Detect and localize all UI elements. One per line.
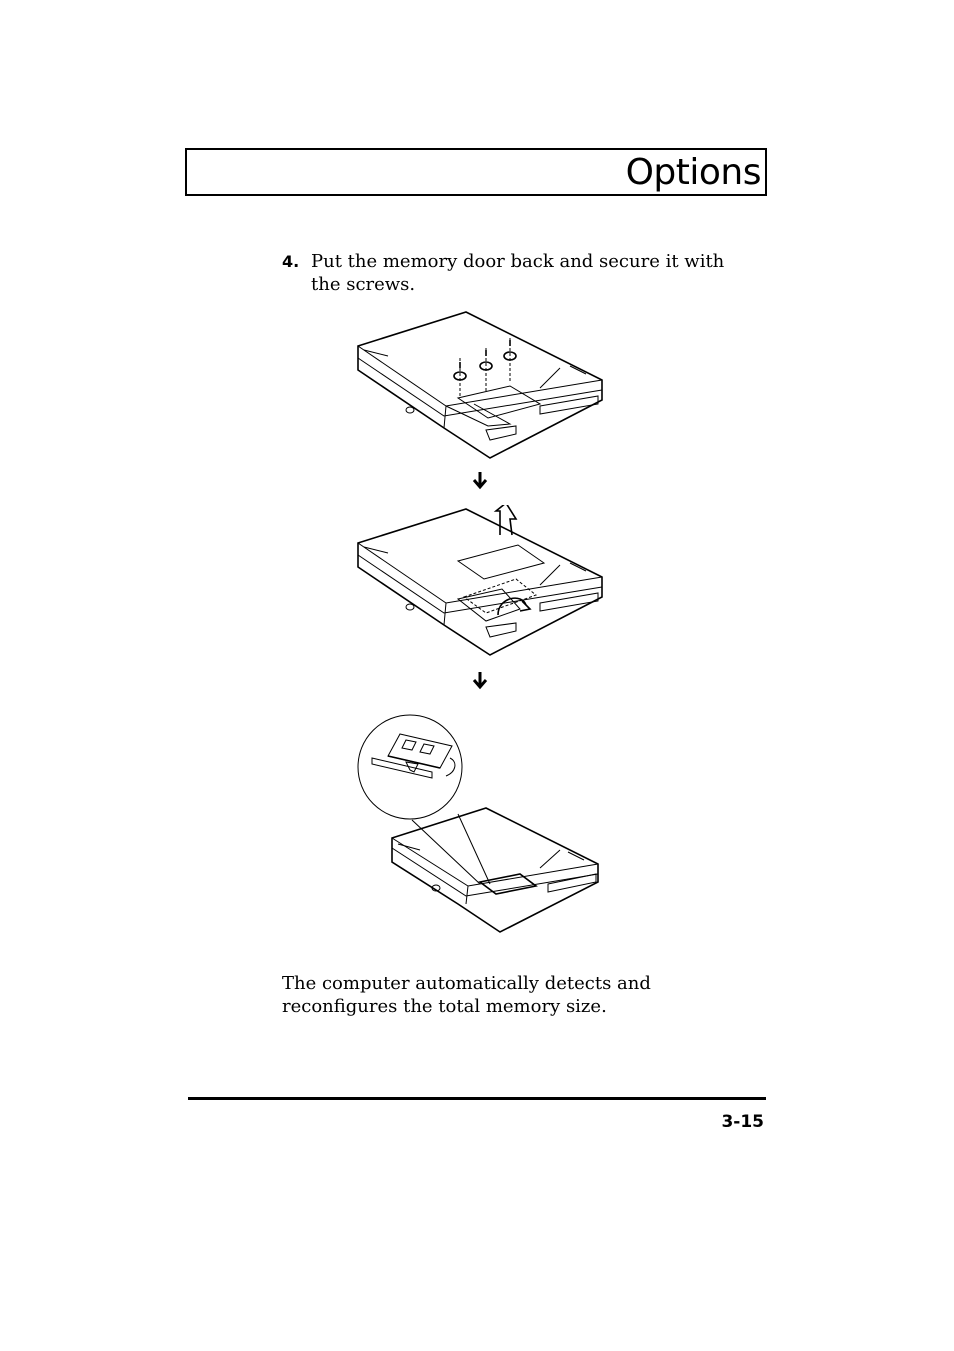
arrow-down-icon: [472, 672, 488, 690]
arrow-down-icon: [472, 472, 488, 490]
step-number: 4.: [282, 252, 300, 271]
step-instruction: 4. Put the memory door back and secure i…: [282, 250, 752, 296]
notebook-memory-module-detail-icon: [357, 714, 599, 933]
page-number: 3-15: [721, 1112, 764, 1132]
notebook-memory-door-icon: [357, 505, 603, 656]
notebook-underside-screws-icon: [357, 311, 603, 459]
step-text: Put the memory door back and secure it w…: [311, 251, 725, 295]
header-box: Options: [185, 148, 767, 196]
note-text: The computer automatically detects and r…: [282, 973, 651, 1017]
page-title: Options: [625, 152, 762, 193]
footer-rule: [188, 1097, 766, 1100]
